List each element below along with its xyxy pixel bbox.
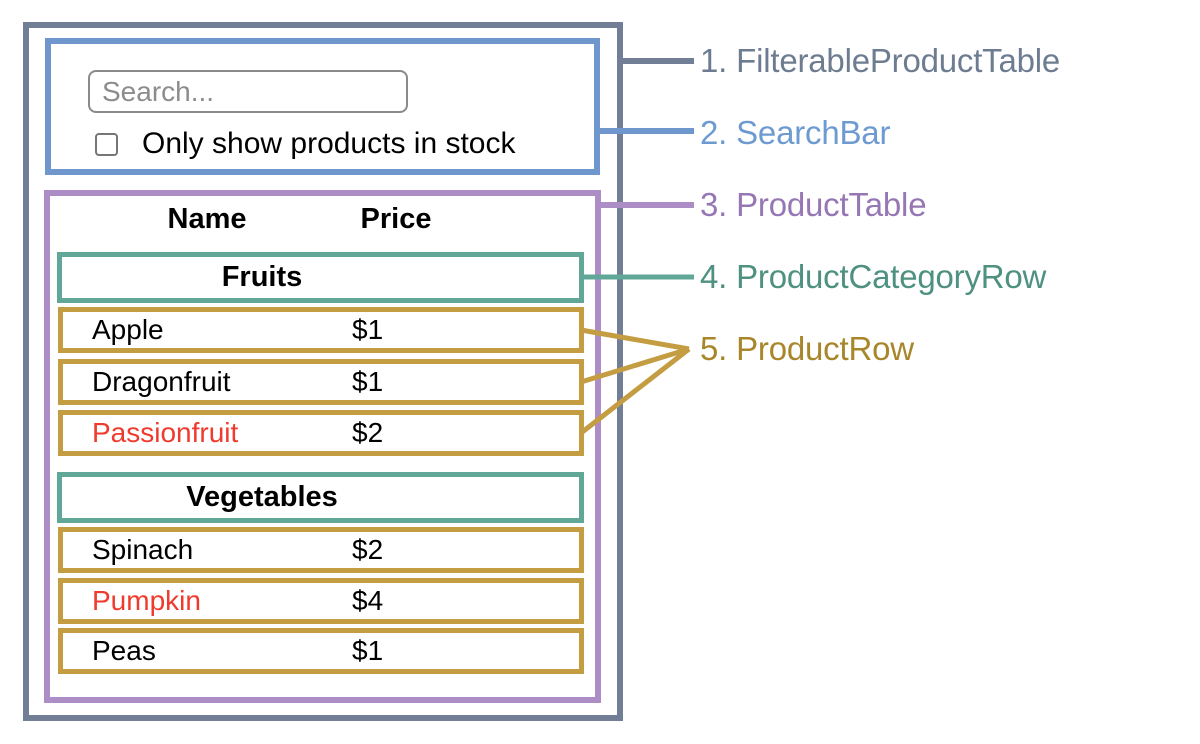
- category-label: Fruits: [221, 261, 303, 293]
- product-name-out-of-stock: Pumpkin: [92, 585, 201, 616]
- search-input[interactable]: [88, 70, 408, 113]
- category-row-vegetables: Vegetables: [57, 472, 584, 523]
- legend-label: ProductCategoryRow: [736, 258, 1047, 295]
- legend-label: SearchBar: [736, 114, 891, 151]
- legend-label: FilterableProductTable: [736, 42, 1061, 79]
- legend-label: ProductRow: [736, 330, 914, 367]
- product-row: Dragonfruit $1: [58, 359, 584, 405]
- category-label: Vegetables: [186, 481, 338, 513]
- legend-number: 1.: [700, 42, 728, 79]
- product-price: $2: [352, 417, 384, 448]
- legend-number: 3.: [700, 186, 728, 223]
- legend-number: 4.: [700, 258, 728, 295]
- product-name: Spinach: [92, 534, 194, 565]
- legend-number: 2.: [700, 114, 728, 151]
- legend-label: ProductTable: [736, 186, 927, 223]
- product-price: $4: [352, 585, 384, 616]
- product-row: Spinach $2: [58, 527, 584, 573]
- legend-product-row: 5.ProductRow: [700, 331, 914, 367]
- product-price: $2: [352, 534, 384, 565]
- legend-product-table: 3.ProductTable: [700, 186, 927, 223]
- product-row: Apple $1: [58, 307, 584, 353]
- legend-number: 5.: [700, 330, 728, 367]
- column-header-name: Name: [167, 203, 247, 235]
- product-price: $1: [352, 635, 384, 666]
- product-name: Peas: [92, 635, 156, 666]
- product-name: Dragonfruit: [92, 366, 231, 397]
- product-price: $1: [352, 366, 384, 397]
- legend-product-category-row: 4.ProductCategoryRow: [700, 259, 1046, 295]
- product-row: Passionfruit $2: [58, 410, 584, 456]
- category-row-fruits: Fruits: [57, 252, 584, 303]
- legend-search-bar: 2.SearchBar: [700, 115, 890, 151]
- in-stock-checkbox-label: Only show products in stock: [142, 127, 516, 160]
- product-row: Peas $1: [58, 628, 584, 674]
- product-name-out-of-stock: Passionfruit: [92, 417, 239, 448]
- product-row: Pumpkin $4: [58, 578, 584, 624]
- product-price: $1: [352, 314, 384, 345]
- in-stock-checkbox[interactable]: [95, 133, 118, 156]
- product-name: Apple: [92, 314, 164, 345]
- legend-filterable-product-table: 1.FilterableProductTable: [700, 43, 1060, 79]
- column-header-price: Price: [360, 203, 432, 235]
